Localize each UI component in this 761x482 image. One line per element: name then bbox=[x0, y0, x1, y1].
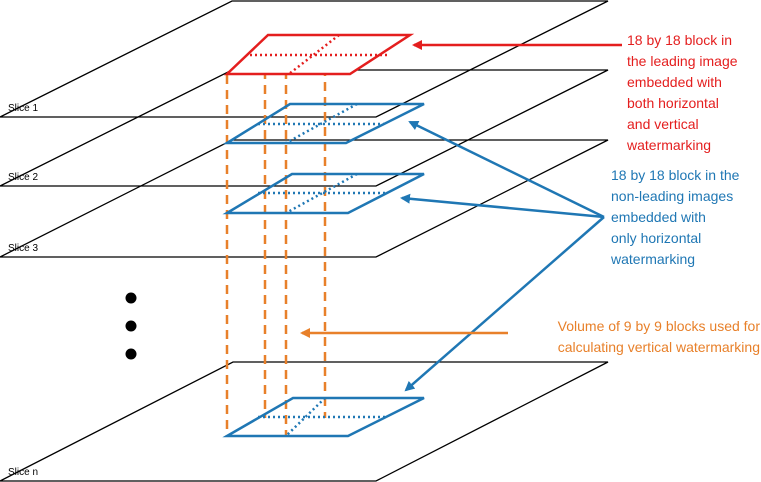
slice-1-label: Slice 1 bbox=[8, 103, 38, 114]
annotation-line: watermarking bbox=[627, 137, 712, 153]
annotation-line: embedded with bbox=[611, 209, 706, 225]
volume-dashed-lines bbox=[225, 37, 327, 436]
annotation-line: 18 by 18 block in the bbox=[611, 167, 740, 183]
nonleading-block-annotation: 18 by 18 block in the non-leading images… bbox=[611, 165, 761, 270]
volume-annotation: Volume of 9 by 9 blocks used for calcula… bbox=[510, 316, 760, 358]
annotation-line: watermarking bbox=[611, 251, 696, 267]
leading-block bbox=[223, 33, 415, 76]
slice-3-plane bbox=[0, 139, 609, 258]
nonleading-arrows bbox=[400, 120, 605, 392]
nonleading-block-slice-n bbox=[222, 396, 425, 438]
annotation-line: the leading image bbox=[627, 53, 738, 69]
slice-2-plane bbox=[0, 69, 609, 187]
annotation-line: only horizontal bbox=[611, 230, 702, 246]
annotation-line: both horizontal bbox=[627, 95, 719, 111]
slice-n-plane bbox=[0, 361, 609, 482]
nonleading-block-slice-1 bbox=[222, 102, 425, 145]
annotation-line: Volume of 9 by 9 blocks used for bbox=[557, 318, 760, 334]
leading-block-annotation: 18 by 18 block in the leading image embe… bbox=[627, 30, 757, 156]
slice-1-plane bbox=[0, 0, 609, 118]
nonleading-block-slice-2 bbox=[222, 172, 425, 215]
ellipsis-dots bbox=[125, 292, 137, 360]
annotation-line: 18 by 18 block in bbox=[627, 32, 733, 48]
slice-3-label: Slice 3 bbox=[8, 243, 38, 254]
slice-2-label: Slice 2 bbox=[8, 172, 38, 183]
annotation-line: calculating vertical watermarking bbox=[557, 339, 760, 355]
annotation-line: embedded with bbox=[627, 74, 722, 90]
annotation-line: and vertical bbox=[627, 116, 699, 132]
slice-n-label: Slice n bbox=[8, 467, 38, 478]
annotation-line: non-leading images bbox=[611, 188, 734, 204]
